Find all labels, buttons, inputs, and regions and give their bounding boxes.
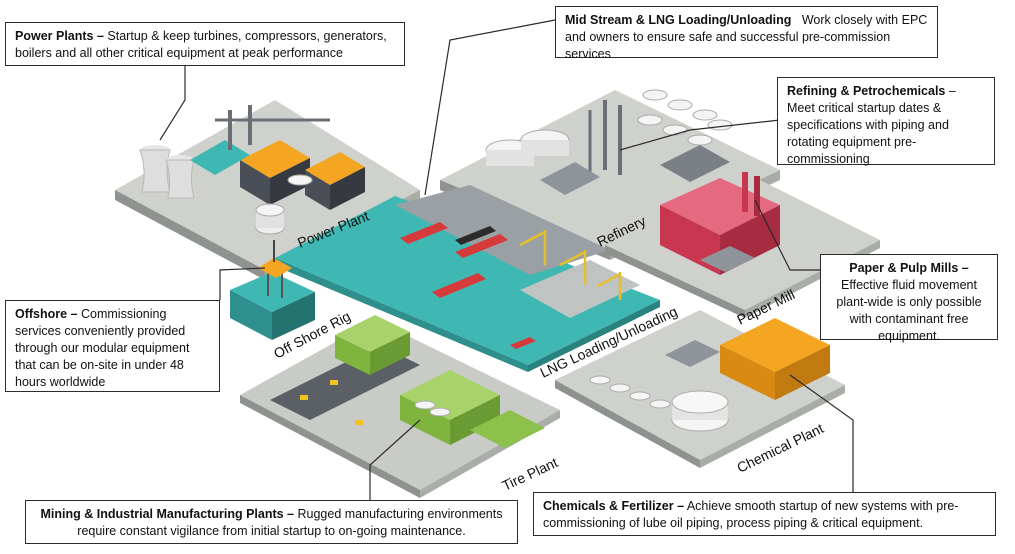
callout-power-plants: Power Plants – Startup & keep turbines, … (5, 22, 405, 66)
callout-paper-pulp: Paper & Pulp Mills – Effective fluid mov… (820, 254, 998, 343)
offshore-rig-illustration (230, 240, 315, 340)
callout-mid-stream-text: Work closely with EPC and owners to ensu… (565, 13, 928, 61)
chemical-plant-illustration (555, 310, 845, 468)
callout-chemicals-title: Chemicals & Fertilizer – (543, 499, 685, 513)
callout-mining-title: Mining & Industrial Manufacturing Plants… (40, 507, 295, 521)
callout-refining-title: Refining & Petrochemicals (787, 84, 946, 98)
callout-offshore: Offshore – Commissioning services conven… (5, 300, 220, 392)
callout-refining: Refining & Petrochemicals – Meet critica… (777, 77, 995, 166)
callout-power-plants-title: Power Plants – (15, 29, 104, 43)
callout-power-plants-text: Startup & keep turbines, compressors, ge… (15, 29, 387, 60)
callout-paper-pulp-title: Paper & Pulp Mills – (849, 261, 969, 275)
callout-offshore-text: Commissioning services conveniently prov… (15, 307, 190, 389)
callout-refining-text: – Meet critical startup dates & specific… (787, 84, 956, 166)
leader-lines (159, 19, 854, 500)
callout-mining-text: Rugged manufacturing environments requir… (77, 507, 503, 538)
callout-offshore-title: Offshore – (15, 307, 78, 321)
callout-chemicals-text: Achieve smooth startup of new systems wi… (543, 499, 959, 530)
callout-mining: Mining & Industrial Manufacturing Plants… (25, 500, 518, 544)
lng-port-illustration (275, 185, 660, 372)
site-label-tire-plant: Tire Plant (500, 454, 561, 494)
callout-paper-pulp-text: Effective fluid movement plant-wide is o… (836, 278, 982, 343)
tire-plant-illustration (240, 315, 560, 498)
callout-chemicals: Chemicals & Fertilizer – Achieve smooth … (533, 492, 996, 536)
callout-mid-stream: Mid Stream & LNG Loading/Unloading Work … (555, 6, 938, 61)
paper-mill-illustration (605, 170, 880, 318)
callout-mid-stream-title: Mid Stream & LNG Loading/Unloading (565, 13, 792, 27)
